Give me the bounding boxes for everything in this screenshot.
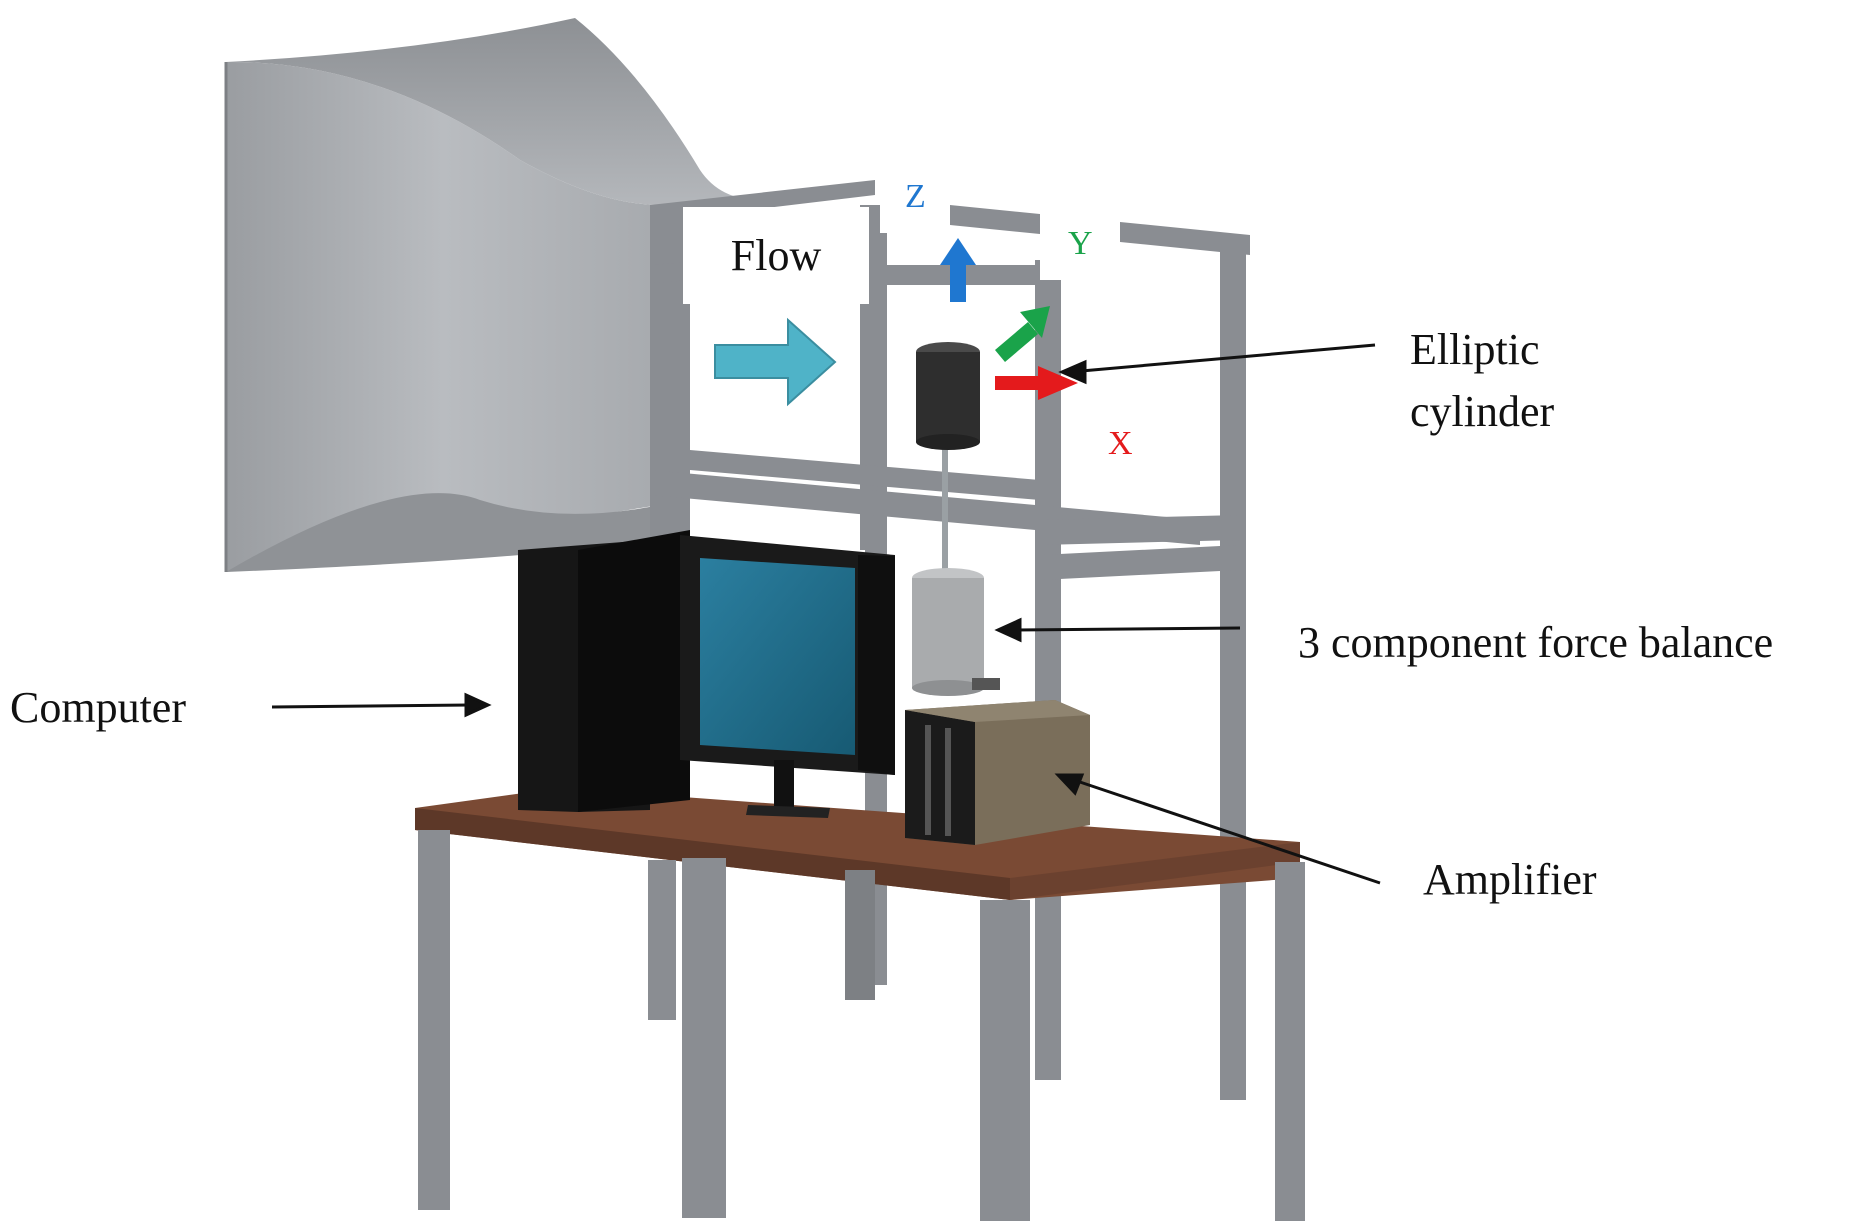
elliptic-label-line2: cylinder — [1410, 387, 1555, 436]
amplifier-label: Amplifier — [1423, 855, 1597, 904]
computer-label: Computer — [10, 683, 186, 732]
force-balance-leader — [1009, 626, 1241, 632]
force-balance-label: 3 component force balance — [1298, 618, 1774, 667]
force-balance-body — [912, 568, 1000, 696]
leader-lines — [271, 343, 1381, 885]
z-axis-label: Z — [905, 178, 926, 215]
flow-label: Flow — [683, 207, 869, 304]
z-axis-arrow-icon — [940, 238, 976, 302]
y-axis-label: Y — [1068, 225, 1093, 262]
y-axis-arrow-icon — [995, 306, 1050, 362]
computer-tower — [518, 530, 690, 812]
y-label-backdrop — [1040, 205, 1120, 280]
x-axis-label: X — [1108, 425, 1133, 462]
table — [415, 788, 1305, 1221]
flow-arrow-icon — [714, 317, 837, 407]
amplifier-unit — [905, 700, 1090, 845]
z-label-backdrop — [880, 175, 950, 233]
coordinate-axes — [940, 238, 1078, 400]
elliptic-leader — [1069, 343, 1376, 374]
x-axis-arrow-icon — [995, 366, 1078, 400]
wind-tunnel-nozzle — [224, 18, 760, 572]
elliptic-cylinder-model — [916, 342, 980, 580]
computer-leader — [271, 703, 471, 709]
amplifier-leader — [1067, 776, 1381, 885]
computer-monitor — [680, 535, 895, 818]
elliptic-label-line1: Elliptic — [1410, 325, 1540, 374]
